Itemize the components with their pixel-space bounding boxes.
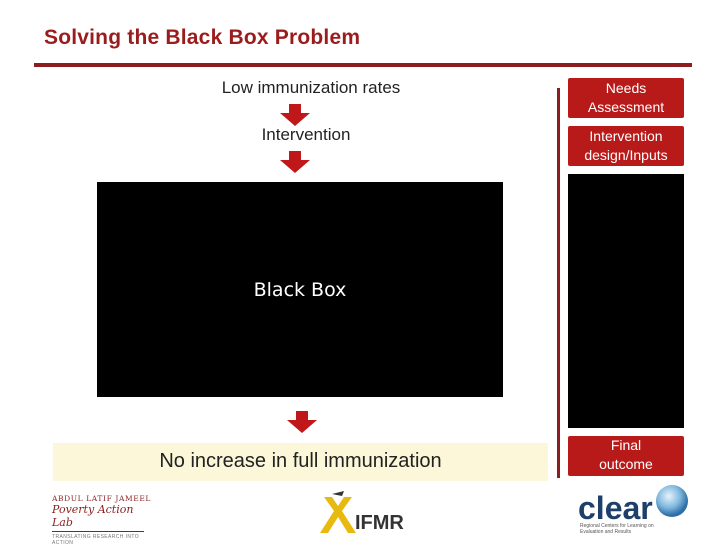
jpal-logo-line1: ABDUL LATIF JAMEEL bbox=[52, 494, 151, 503]
title-underline bbox=[34, 63, 692, 67]
down-arrow-icon bbox=[280, 151, 310, 173]
jpal-logo-line3: TRANSLATING RESEARCH INTO ACTION bbox=[52, 534, 140, 546]
ifmr-mark-icon: IFMR bbox=[320, 491, 404, 534]
black-box: Black Box bbox=[97, 182, 503, 397]
clear-globe-icon: clear bbox=[578, 485, 688, 526]
ifmr-logo: IFMR bbox=[318, 489, 418, 535]
intervention-design-box: Intervention design/Inputs bbox=[568, 126, 684, 166]
intervention-design-label: Intervention design/Inputs bbox=[584, 128, 668, 163]
needs-assessment-box: Needs Assessment bbox=[568, 78, 684, 118]
vertical-divider bbox=[557, 88, 560, 478]
step-intervention: Intervention bbox=[261, 125, 351, 144]
jpal-logo: ABDUL LATIF JAMEEL Poverty Action Lab TR… bbox=[52, 494, 152, 546]
clear-logo: clear Regional Centers for Learning on E… bbox=[576, 483, 694, 539]
outcome-band bbox=[53, 443, 548, 481]
jpal-logo-rule bbox=[52, 531, 144, 532]
down-arrow-icon bbox=[287, 411, 317, 433]
ifmr-logo-text: IFMR bbox=[355, 512, 404, 534]
needs-assessment-label: Needs Assessment bbox=[587, 80, 665, 115]
step-low-immunization: Low immunization rates bbox=[221, 78, 401, 97]
jpal-logo-line2: Poverty Action Lab bbox=[52, 503, 134, 529]
final-outcome-box: Final outcome bbox=[568, 436, 684, 476]
down-arrow-icon bbox=[280, 104, 310, 126]
clear-logo-subtitle: Regional Centers for Learning on Evaluat… bbox=[580, 523, 654, 535]
slide-title: Solving the Black Box Problem bbox=[44, 26, 361, 49]
black-box-label: Black Box bbox=[253, 279, 347, 301]
final-outcome-label: Final outcome bbox=[599, 437, 653, 472]
step-outcome: No increase in full immunization bbox=[159, 450, 442, 472]
right-black-box bbox=[568, 174, 684, 428]
clear-logo-text: clear bbox=[578, 490, 653, 526]
